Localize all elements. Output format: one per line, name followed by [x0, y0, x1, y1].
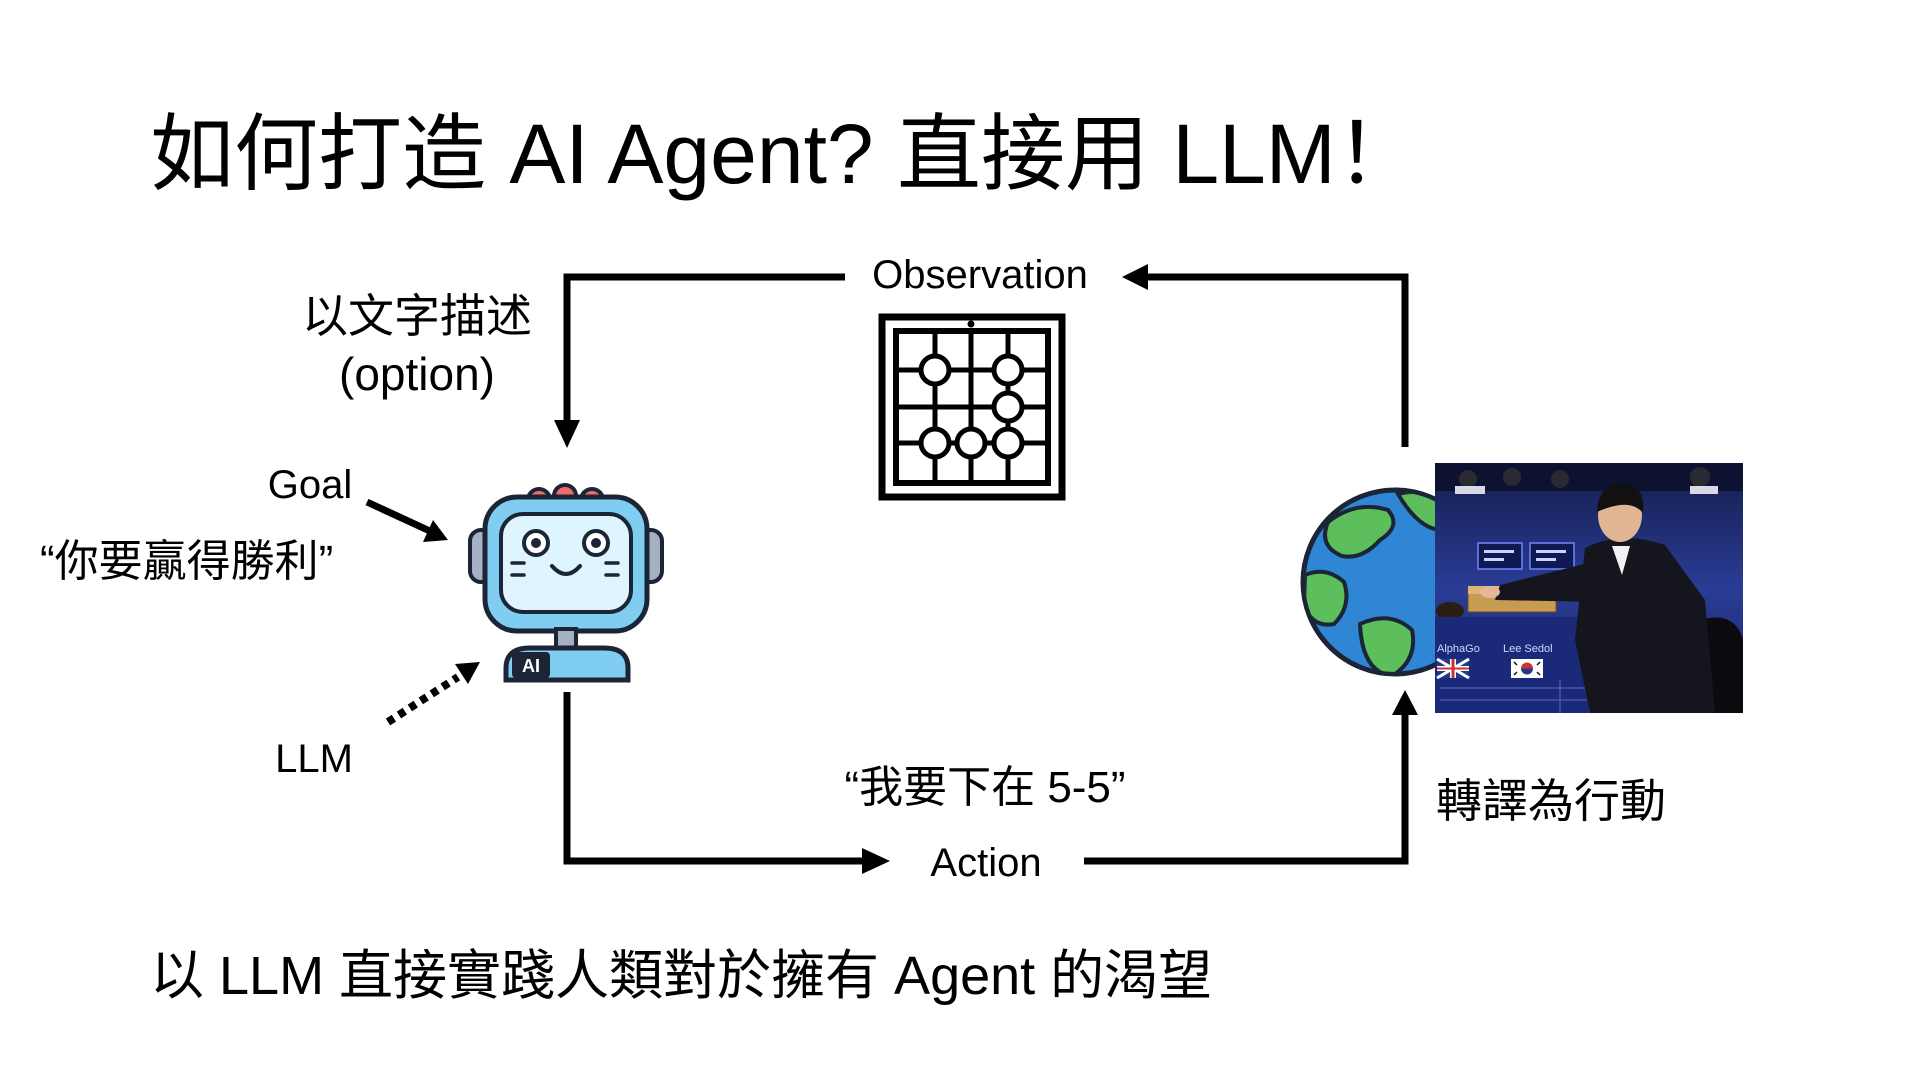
- globe-continent: [1357, 616, 1415, 672]
- go-stone: [918, 353, 952, 387]
- arrowhead-down-to-agent: [554, 420, 580, 448]
- robot-icon: AI: [468, 483, 664, 683]
- go-stone: [954, 426, 988, 460]
- goal-arrowhead: [423, 520, 448, 542]
- photo-name-alphago: AlphaGo: [1437, 643, 1480, 655]
- photo-monitor: [1529, 542, 1575, 570]
- uk-flag-icon: [1436, 657, 1470, 680]
- translate-label: 轉譯為行動: [1436, 775, 1666, 827]
- observation-note: 以文字描述 (option): [297, 287, 537, 403]
- go-stone: [918, 426, 952, 460]
- robot-badge: [512, 652, 550, 678]
- llm-arrowhead: [455, 662, 480, 684]
- match-photo: AlphaGo Lee Sedol: [1435, 463, 1743, 713]
- go-stone: [991, 353, 1025, 387]
- slide-title: 如何打造 AI Agent? 直接用 LLM！: [150, 107, 1420, 201]
- llm-label: LLM: [275, 737, 353, 781]
- globe-continent: [1323, 504, 1396, 559]
- photo-name-lee-sedol: Lee Sedol: [1503, 643, 1553, 655]
- observation-note-line2: (option): [339, 348, 495, 400]
- robot-smile: [550, 564, 582, 576]
- goal-label: Goal: [267, 463, 353, 507]
- agent-to-action-line: [563, 692, 865, 865]
- go-stone: [991, 390, 1025, 424]
- photo-monitor: [1477, 542, 1523, 570]
- korea-flag-icon: [1511, 659, 1543, 678]
- observation-label: Observation: [872, 253, 1088, 297]
- photo-stone-bowl: [1436, 602, 1464, 620]
- goal-text: “你要贏得勝利”: [40, 537, 334, 586]
- arrowhead-left-to-observation: [1122, 264, 1148, 290]
- action-label: Action: [930, 841, 1042, 885]
- arrowhead-right-to-action: [862, 848, 890, 874]
- go-stone: [991, 426, 1025, 460]
- robot-badge-label: AI: [522, 656, 540, 676]
- photo-player: [1480, 483, 1715, 713]
- llm-dotted-arrow-line: [385, 673, 461, 726]
- robot-cheeks: [510, 561, 620, 577]
- go-board-icon: [878, 313, 1066, 501]
- action-text: “我要下在 5-5”: [844, 763, 1126, 812]
- observation-to-agent-line: [563, 273, 845, 425]
- observation-note-line1: 以文字描述: [302, 290, 532, 342]
- goal-arrow-line: [365, 498, 434, 536]
- slide-subtitle: 以 LLM 直接實踐人類對於擁有 Agent 的渴望: [150, 946, 1213, 1006]
- environment-to-observation-line: [1145, 273, 1409, 447]
- flow-arrows: [563, 273, 1409, 865]
- arrowhead-up-to-environment: [1392, 690, 1418, 715]
- action-to-environment-line: [1084, 712, 1409, 865]
